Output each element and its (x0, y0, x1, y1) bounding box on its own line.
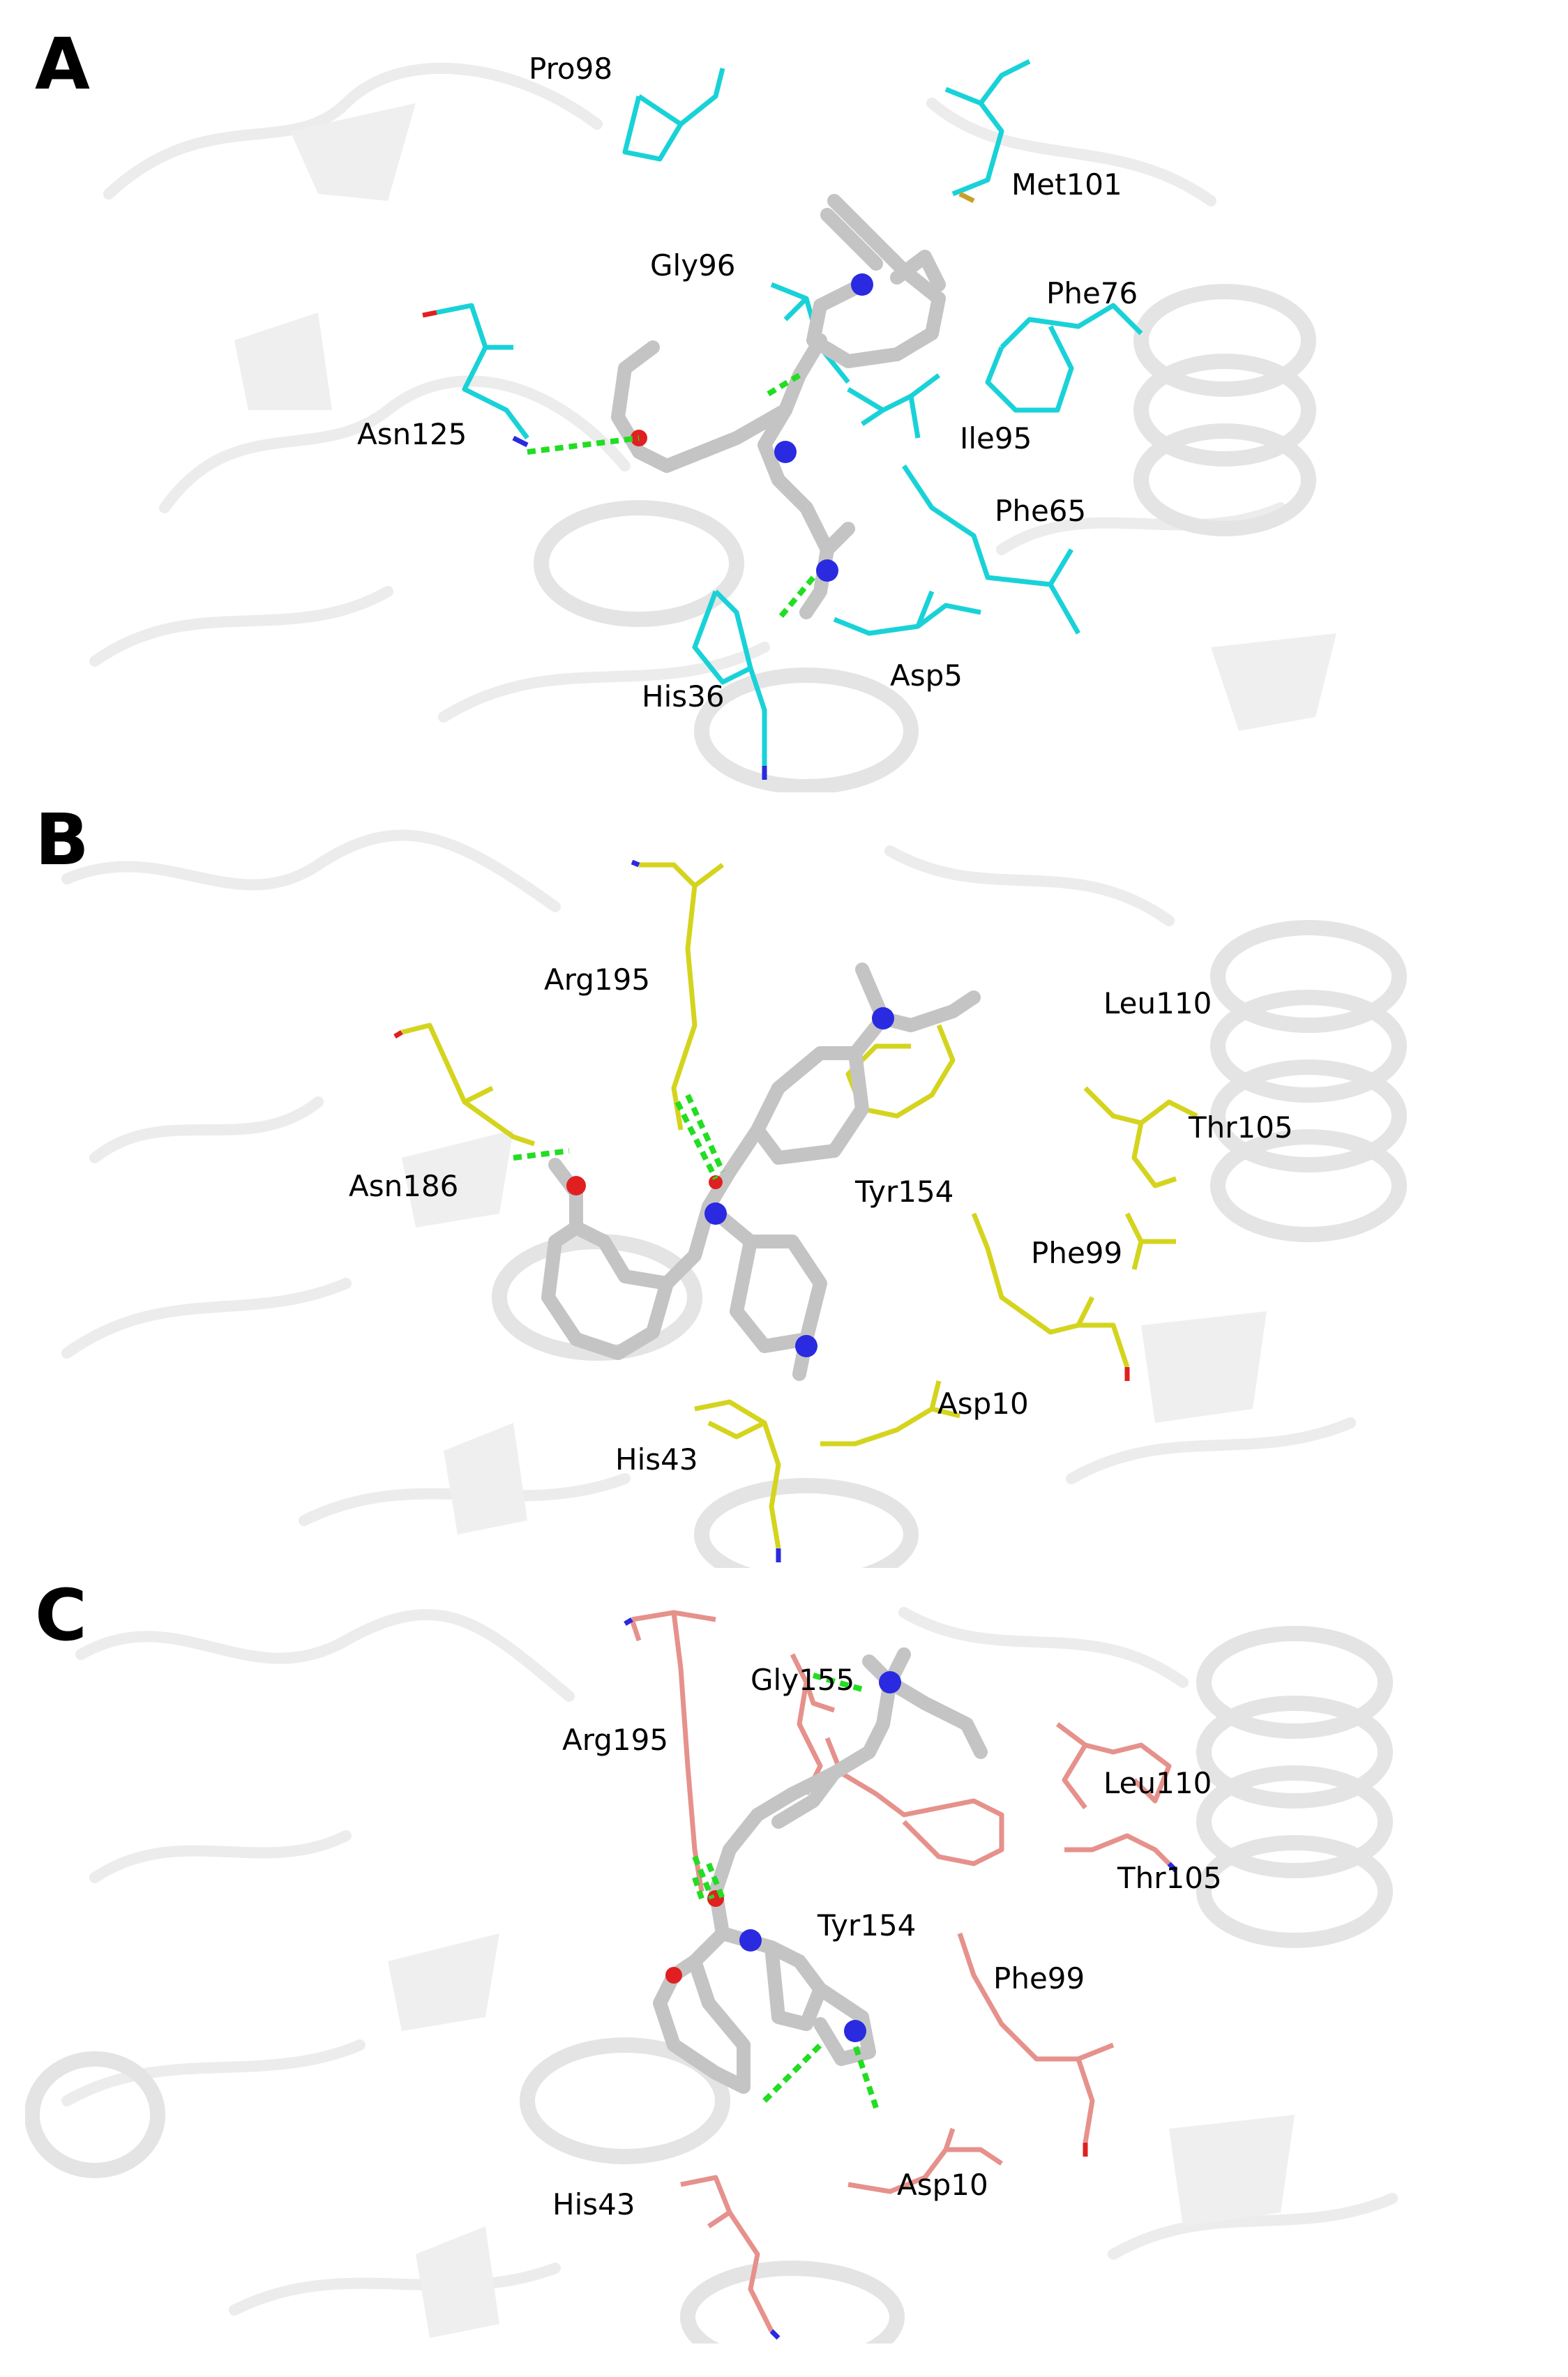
residue-label-thr105: Thr105 (1189, 1110, 1293, 1145)
panel-b-letter: B (35, 799, 89, 882)
residue-label-gly96: Gly96 (650, 248, 736, 282)
residue-label-leu110: Leu110 (1103, 986, 1212, 1020)
panel-a-molecular-render (89, 59, 1336, 792)
residue-label-his43: His43 (615, 1442, 698, 1477)
panel-c-molecular-render (25, 1607, 1398, 2344)
panel-b-molecular-render (61, 829, 1407, 1568)
residue-label-ile95: Ile95 (960, 421, 1032, 455)
residue-label-asn125: Asn125 (357, 417, 467, 451)
residue-label-leu110: Leu110 (1103, 1766, 1212, 1800)
panel-a-letter: A (35, 23, 90, 106)
residue-label-phe76: Phe76 (1046, 276, 1138, 310)
panel-c: C Gly155 Arg195 Leu110 Thr105 Tyr154 Phe… (25, 1571, 1543, 2344)
residue-label-asp10: Asp10 (897, 2168, 988, 2202)
panel-c-letter: C (35, 1574, 87, 1657)
residue-label-gly155: Gly155 (751, 1663, 855, 1697)
residue-label-pro98: Pro98 (529, 52, 613, 86)
panel-b: B Arg195 Leu110 Thr105 Asn186 Tyr154 Phe… (25, 795, 1543, 1568)
panel-a: A Pro98 Met101 Gly96 Phe76 Asn125 Ile95 … (25, 20, 1543, 792)
residue-label-tyr154: Tyr154 (817, 1908, 917, 1942)
residue-label-his43: His43 (552, 2187, 635, 2221)
residue-label-arg195: Arg195 (544, 963, 651, 997)
residue-label-arg195: Arg195 (562, 1723, 669, 1757)
residue-label-asp5: Asp5 (890, 658, 963, 693)
residue-label-phe99: Phe99 (993, 1961, 1085, 1995)
residue-label-met101: Met101 (1011, 167, 1122, 202)
residue-label-tyr154: Tyr154 (855, 1175, 954, 1209)
residue-label-phe99: Phe99 (1031, 1236, 1123, 1270)
residue-label-his36: His36 (642, 679, 725, 714)
residue-label-thr105: Thr105 (1117, 1861, 1222, 1895)
residue-label-phe65: Phe65 (995, 494, 1087, 528)
residue-label-asn186: Asn186 (349, 1169, 459, 1203)
residue-label-asp10: Asp10 (937, 1387, 1029, 1421)
